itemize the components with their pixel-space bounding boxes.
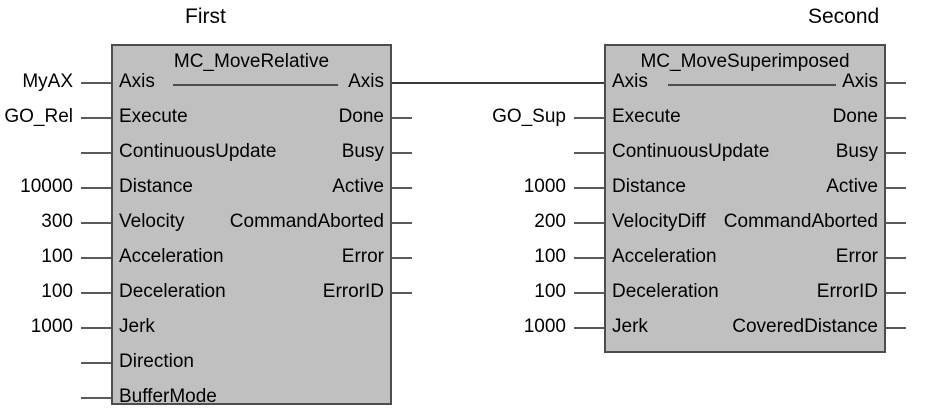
output-pin-errorid-1: ErrorID [322, 281, 384, 302]
input-stub-buffermode-1[interactable] [81, 397, 111, 399]
input-pin-acceleration-1: Acceleration [119, 246, 224, 267]
output-pin-axis-1: Axis [348, 71, 384, 92]
input-stub-acceleration-2[interactable] [574, 257, 604, 259]
input-pin-continuousupdate-2: ContinuousUpdate [612, 141, 770, 162]
output-pin-done-1: Done [338, 106, 384, 127]
output-pin-active-2: Active [826, 176, 878, 197]
output-stub-axis-2[interactable] [886, 82, 906, 84]
input-stub-continuousupdate-1[interactable] [81, 152, 111, 154]
output-pin-errorid-2: ErrorID [816, 281, 878, 302]
axis-row-rule-2 [668, 84, 836, 86]
function-block-title-2: MC_MoveSuperimposed [640, 51, 850, 72]
input-pin-execute-2: Execute [612, 106, 681, 127]
input-stub-deceleration-1[interactable] [81, 292, 111, 294]
input-pin-execute-1: Execute [119, 106, 188, 127]
input-value-deceleration-2: 100 [534, 281, 566, 302]
output-stub-done-2[interactable] [886, 117, 906, 119]
block-caption-1: First [185, 5, 226, 28]
output-stub-commandaborted-2[interactable] [886, 222, 906, 224]
output-stub-commandaborted-1[interactable] [392, 222, 412, 224]
input-stub-jerk-2[interactable] [574, 327, 604, 329]
output-stub-busy-1[interactable] [392, 152, 412, 154]
output-pin-covereddistance-2: CoveredDistance [732, 316, 878, 337]
input-value-distance-1: 10000 [20, 176, 73, 197]
input-pin-velocity-1: Velocity [119, 211, 185, 232]
axis-row-rule-1 [173, 84, 338, 86]
output-pin-commandaborted-2: CommandAborted [723, 211, 878, 232]
input-value-distance-2: 1000 [523, 176, 566, 197]
input-stub-continuousupdate-2[interactable] [574, 152, 604, 154]
output-pin-error-1: Error [341, 246, 384, 267]
input-stub-execute-1[interactable] [81, 117, 111, 119]
input-pin-axis-1: Axis [119, 71, 155, 92]
output-pin-busy-1: Busy [341, 141, 384, 162]
input-value-jerk-1: 1000 [30, 316, 73, 337]
input-stub-distance-1[interactable] [81, 187, 111, 189]
output-stub-error-1[interactable] [392, 257, 412, 259]
input-value-acceleration-1: 100 [41, 246, 73, 267]
input-stub-axis-1[interactable] [81, 82, 111, 84]
input-pin-continuousupdate-1: ContinuousUpdate [119, 141, 277, 162]
output-pin-axis-2: Axis [842, 71, 878, 92]
output-pin-done-2: Done [832, 106, 878, 127]
input-pin-direction-1: Direction [119, 351, 194, 372]
input-pin-jerk-1: Jerk [119, 316, 155, 337]
block-caption-2: Second [808, 5, 880, 28]
input-value-execute-1: GO_Rel [4, 106, 73, 127]
input-value-velocitydiff-2: 200 [534, 211, 566, 232]
input-pin-velocitydiff-2: VelocityDiff [612, 211, 706, 232]
input-stub-deceleration-2[interactable] [574, 292, 604, 294]
input-pin-distance-2: Distance [612, 176, 686, 197]
output-stub-active-2[interactable] [886, 187, 906, 189]
input-stub-execute-2[interactable] [574, 117, 604, 119]
function-block-title-1: MC_MoveRelative [173, 51, 330, 72]
input-pin-distance-1: Distance [119, 176, 193, 197]
connection-wire-axis[interactable] [392, 82, 604, 84]
input-pin-jerk-2: Jerk [612, 316, 648, 337]
input-pin-deceleration-1: Deceleration [119, 281, 226, 302]
input-value-deceleration-1: 100 [41, 281, 73, 302]
input-stub-velocitydiff-2[interactable] [574, 222, 604, 224]
function-block-1[interactable]: MC_MoveRelative [111, 44, 392, 405]
output-stub-done-1[interactable] [392, 117, 412, 119]
input-value-axis-1: MyAX [22, 71, 73, 92]
input-pin-buffermode-1: BufferMode [119, 386, 217, 407]
input-pin-axis-2: Axis [612, 71, 648, 92]
function-block-2[interactable]: MC_MoveSuperimposed [604, 44, 886, 353]
input-stub-direction-1[interactable] [81, 362, 111, 364]
input-value-velocity-1: 300 [41, 211, 73, 232]
output-stub-errorid-1[interactable] [392, 292, 412, 294]
input-value-jerk-2: 1000 [523, 316, 566, 337]
output-pin-commandaborted-1: CommandAborted [229, 211, 384, 232]
output-stub-error-2[interactable] [886, 257, 906, 259]
input-pin-deceleration-2: Deceleration [612, 281, 719, 302]
input-value-acceleration-2: 100 [534, 246, 566, 267]
output-pin-active-1: Active [332, 176, 384, 197]
input-stub-velocity-1[interactable] [81, 222, 111, 224]
output-stub-busy-2[interactable] [886, 152, 906, 154]
input-stub-jerk-1[interactable] [81, 327, 111, 329]
output-stub-active-1[interactable] [392, 187, 412, 189]
output-stub-errorid-2[interactable] [886, 292, 906, 294]
output-pin-busy-2: Busy [835, 141, 878, 162]
input-stub-acceleration-1[interactable] [81, 257, 111, 259]
input-value-execute-2: GO_Sup [492, 106, 566, 127]
input-stub-distance-2[interactable] [574, 187, 604, 189]
output-stub-covereddistance-2[interactable] [886, 327, 906, 329]
output-pin-error-2: Error [835, 246, 878, 267]
input-pin-acceleration-2: Acceleration [612, 246, 717, 267]
